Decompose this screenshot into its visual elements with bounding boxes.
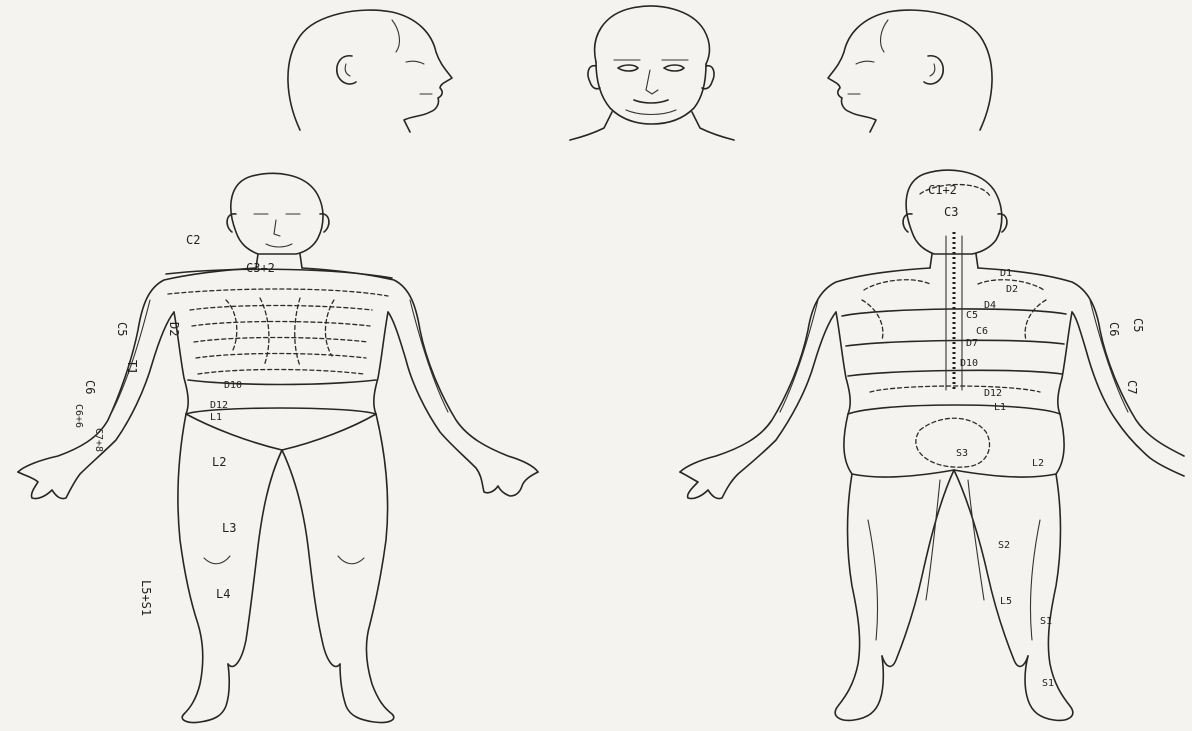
label-l2-front: L2 xyxy=(212,455,226,469)
label-c6-arm-back: C6 xyxy=(1107,322,1121,336)
label-t12-front: D12 xyxy=(210,400,228,411)
back-dermatome-labels: C1+2 C3 D1 D2 D4 C5 C6 D7 D10 D12 L1 C5 … xyxy=(928,183,1145,689)
label-d7-back: D7 xyxy=(966,338,978,349)
front-dermatome-labels: C2 C3+2 D2 C5 T1 C6 C6+6 C7+8 D10 D12 L1… xyxy=(73,233,275,616)
label-l2-back: L2 xyxy=(1032,458,1044,469)
label-l3-front: L3 xyxy=(222,521,236,535)
label-s1-back: S1 xyxy=(1040,616,1052,627)
label-d4-back: D4 xyxy=(984,300,996,311)
label-t1-front: T1 xyxy=(125,360,139,374)
label-l5-back: L5 xyxy=(1000,596,1012,607)
label-c2-front: C2 xyxy=(186,233,200,247)
label-l5-s1-front: L5+S1 xyxy=(139,580,153,616)
back-body xyxy=(680,170,1184,720)
label-s2-back: S2 xyxy=(998,540,1010,551)
label-c6-back: C6 xyxy=(976,326,988,337)
label-c1-c2-back: C1+2 xyxy=(928,183,957,197)
label-d1-back: D1 xyxy=(1000,268,1012,279)
label-c6b-front: C6+6 xyxy=(73,404,84,428)
label-d10-back: D10 xyxy=(960,358,978,369)
label-t10-front: D10 xyxy=(224,380,242,391)
head-left-profile xyxy=(288,10,452,132)
head-front xyxy=(570,6,734,140)
label-c7-back: C7 xyxy=(1125,380,1139,394)
label-t2-front: D2 xyxy=(167,322,181,336)
label-c7-c8-front: C7+8 xyxy=(93,428,104,452)
label-s1-foot-back: S1 xyxy=(1042,678,1054,689)
label-l1-back: L1 xyxy=(994,402,1006,413)
label-c3-c4-front: C3+2 xyxy=(246,261,275,275)
label-l4-front: L4 xyxy=(216,587,230,601)
head-right-profile xyxy=(828,10,992,132)
label-s3-back: S3 xyxy=(956,448,968,459)
label-c3-back: C3 xyxy=(944,205,958,219)
label-c6-front: C6 xyxy=(83,380,97,394)
label-c5-back: C5 xyxy=(966,310,978,321)
label-c5-arm-back: C5 xyxy=(1131,318,1145,332)
label-c5-front: C5 xyxy=(115,322,129,336)
label-d12-back: D12 xyxy=(984,388,1002,399)
label-l1-front: L1 xyxy=(210,412,222,423)
label-d2-back: D2 xyxy=(1006,284,1018,295)
